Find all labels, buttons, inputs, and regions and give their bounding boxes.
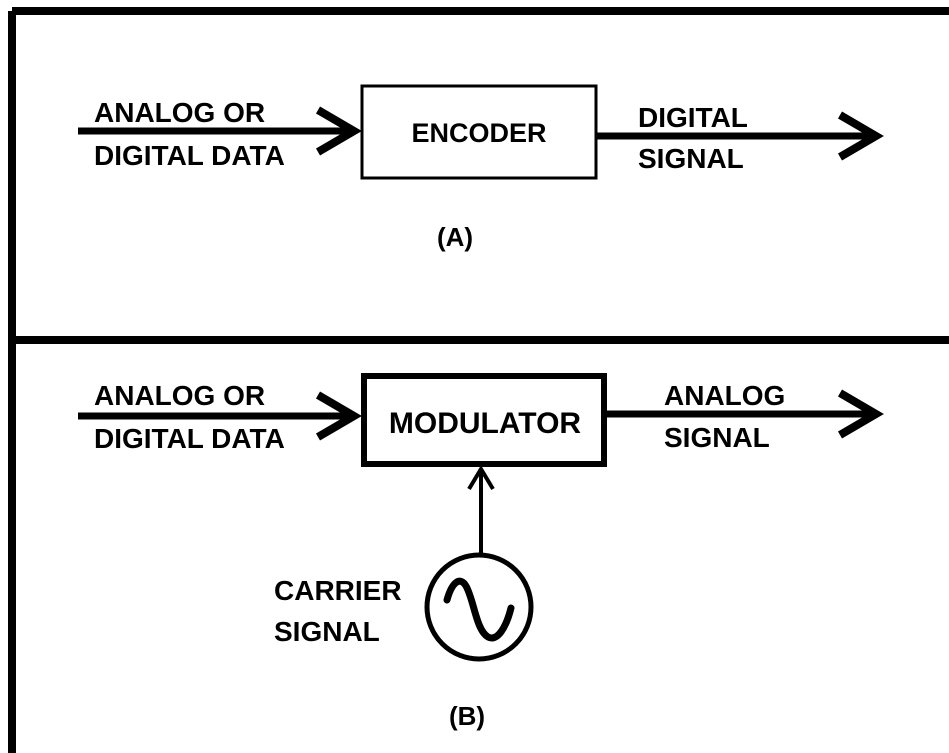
panel-b: ANALOG OR DIGITAL DATA MODULATOR ANALOG … <box>78 373 884 731</box>
panel-a: ANALOG OR DIGITAL DATA ENCODER DIGITAL S… <box>78 84 884 252</box>
modulator-block-label: MODULATOR <box>389 407 582 440</box>
sine-wave-source-icon <box>424 552 534 662</box>
panel-a-input-arrow <box>78 106 362 156</box>
carrier-to-modulator-arrow <box>467 465 495 558</box>
panel-b-output-arrow <box>604 389 884 439</box>
panel-a-output-label-line2: SIGNAL <box>638 143 744 174</box>
carrier-label-line2: SIGNAL <box>274 616 380 647</box>
panel-b-input-arrow <box>78 391 362 441</box>
panel-a-input-label-line1: ANALOG OR <box>94 97 265 128</box>
panel-a-output-label-line1: DIGITAL <box>638 102 748 133</box>
modulator-block <box>361 373 607 467</box>
encoder-block <box>360 84 598 180</box>
encoder-block-label: ENCODER <box>411 118 546 148</box>
carrier-label-line1: CARRIER <box>274 575 402 606</box>
panel-b-input-label-line2: DIGITAL DATA <box>94 423 285 454</box>
panel-b-output-label-line2: SIGNAL <box>664 422 770 453</box>
panel-b-input-label-line1: ANALOG OR <box>94 380 265 411</box>
diagram-frame <box>8 7 949 753</box>
panel-a-input-label-line2: DIGITAL DATA <box>94 140 285 171</box>
panel-a-caption: (A) <box>437 222 473 252</box>
panel-a-output-arrow <box>596 111 884 161</box>
panel-b-caption: (B) <box>449 701 485 731</box>
panel-b-output-label-line1: ANALOG <box>664 380 785 411</box>
